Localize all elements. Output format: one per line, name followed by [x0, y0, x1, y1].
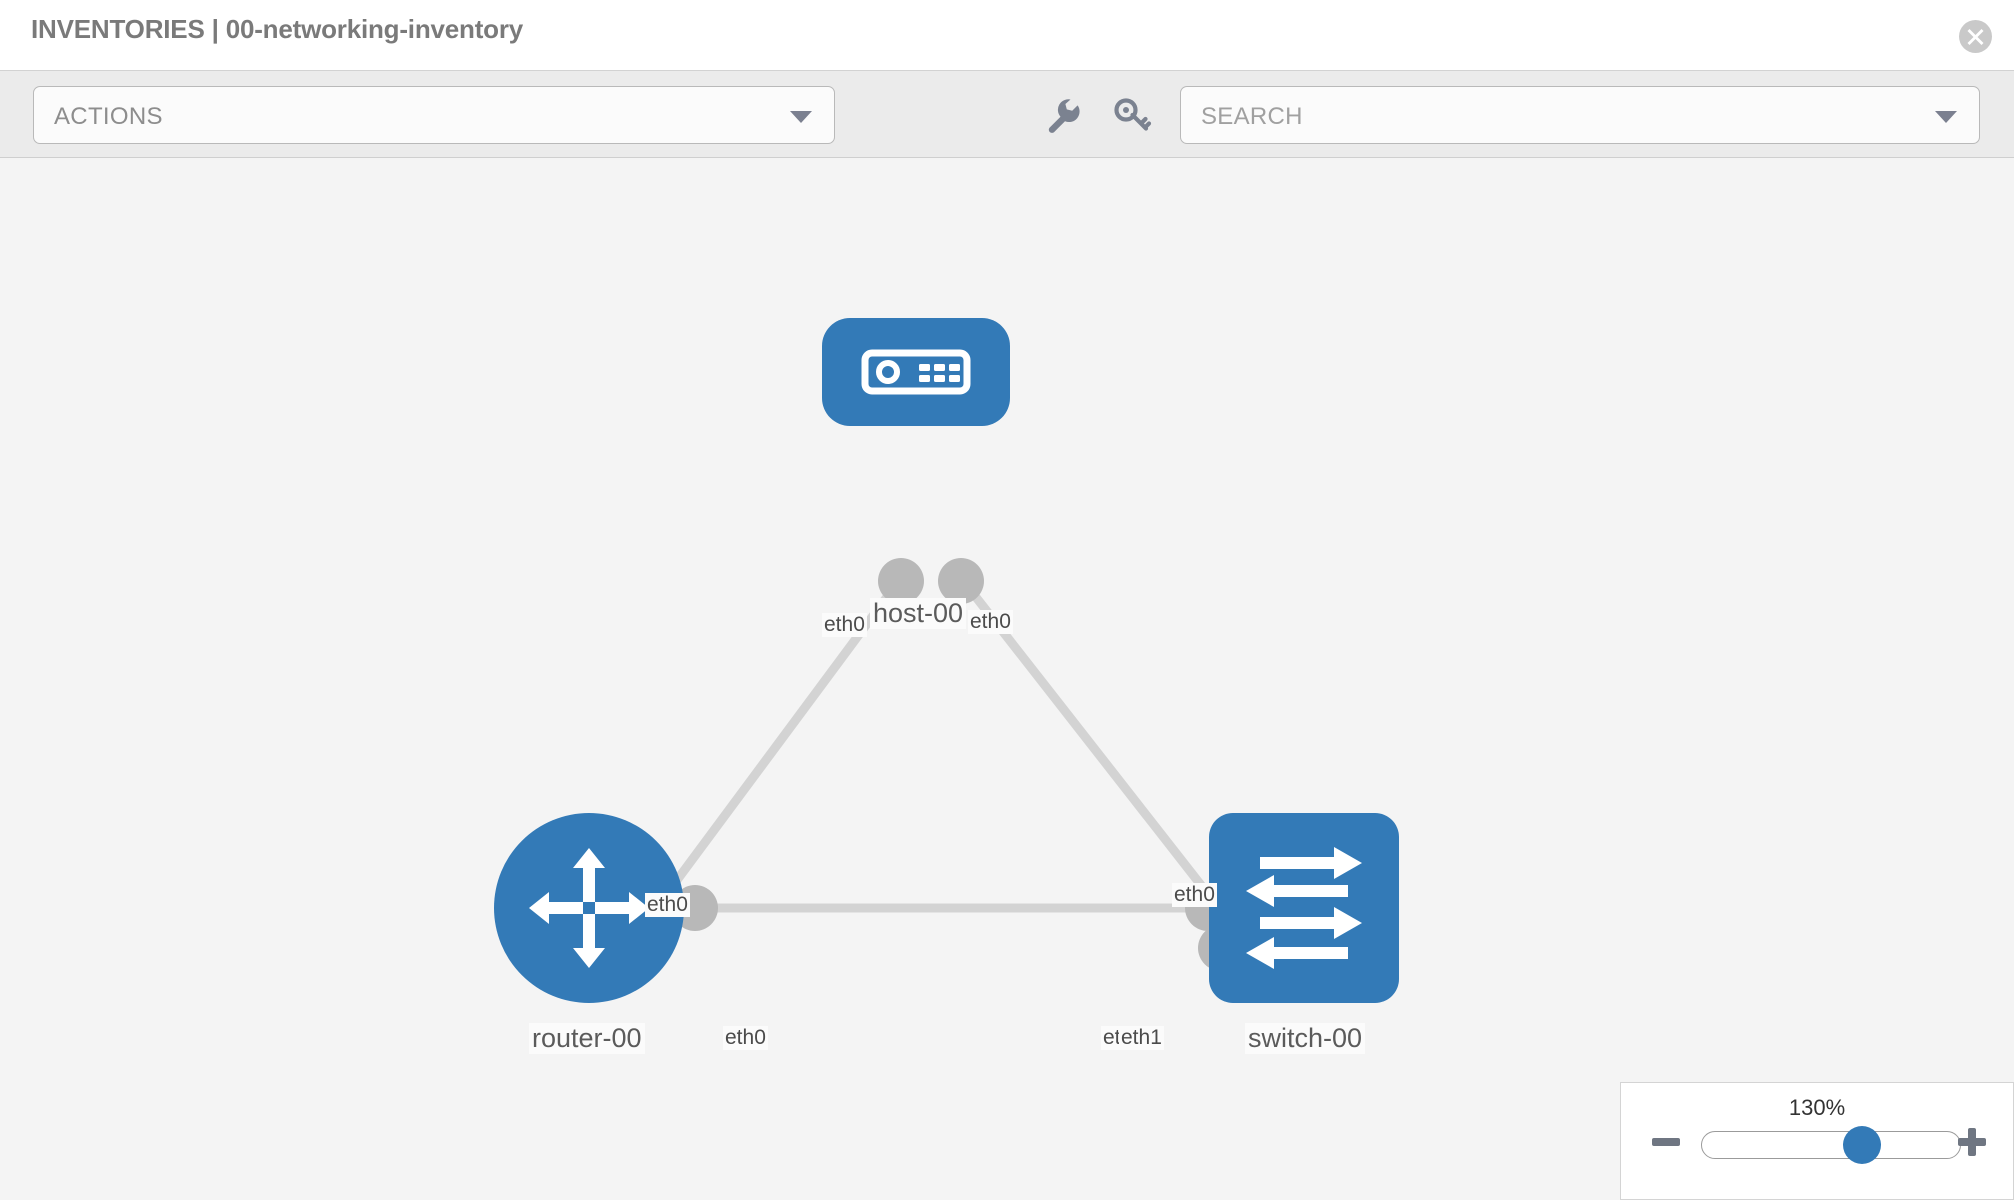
node-switch-00[interactable]	[1209, 813, 1399, 1003]
edge-label-switch-eth1-mid: eth1	[1119, 1026, 1164, 1050]
edge-label-host-left: eth0	[822, 613, 867, 637]
edge-label-router-eth0-mid: eth0	[723, 1026, 768, 1050]
node-label-switch-00: switch-00	[1245, 1023, 1366, 1054]
actions-dropdown-label: ACTIONS	[54, 103, 163, 130]
edge-label-switch-eth0: eth0	[1172, 883, 1217, 907]
toolbar: ACTIONS SEARCH	[0, 70, 2014, 158]
page-header: INVENTORIES | 00-networking-inventory	[0, 0, 2014, 70]
switch-arrows-icon	[1246, 847, 1362, 969]
edge-label-router-eth0: eth0	[645, 893, 690, 917]
key-icon[interactable]	[1110, 93, 1154, 137]
zoom-slider-thumb[interactable]	[1842, 1126, 1881, 1164]
zoom-slider[interactable]	[1701, 1126, 1961, 1164]
topology-canvas[interactable]: eth0 eth0 eth0 eth0 eth0 eth0 eth1 host-…	[0, 158, 2014, 1200]
router-arrows-icon	[529, 848, 649, 968]
zoom-control-panel: 130%	[1620, 1082, 2014, 1200]
close-icon[interactable]	[1959, 20, 1992, 53]
wrench-icon[interactable]	[1040, 93, 1084, 137]
search-input[interactable]: SEARCH	[1180, 86, 1980, 144]
chevron-down-icon	[790, 111, 812, 123]
node-label-host-00: host-00	[870, 598, 967, 629]
node-label-router-00: router-00	[529, 1023, 645, 1054]
zoom-in-button[interactable]	[1955, 1125, 1989, 1164]
zoom-level-value: 130%	[1788, 1095, 1846, 1120]
port-host-eth0-right[interactable]	[938, 558, 984, 604]
server-icon	[861, 349, 971, 395]
edge-label-host-right: eth0	[968, 610, 1013, 634]
zoom-out-button[interactable]	[1649, 1125, 1683, 1164]
page-title: INVENTORIES | 00-networking-inventory	[31, 14, 524, 44]
topology-links	[656, 575, 1219, 913]
search-chevron-down-icon[interactable]	[1935, 111, 1957, 123]
port-host-eth0-left[interactable]	[878, 558, 924, 604]
actions-dropdown[interactable]: ACTIONS	[33, 86, 835, 144]
node-host-00[interactable]	[822, 318, 1010, 426]
search-placeholder: SEARCH	[1201, 103, 1303, 130]
